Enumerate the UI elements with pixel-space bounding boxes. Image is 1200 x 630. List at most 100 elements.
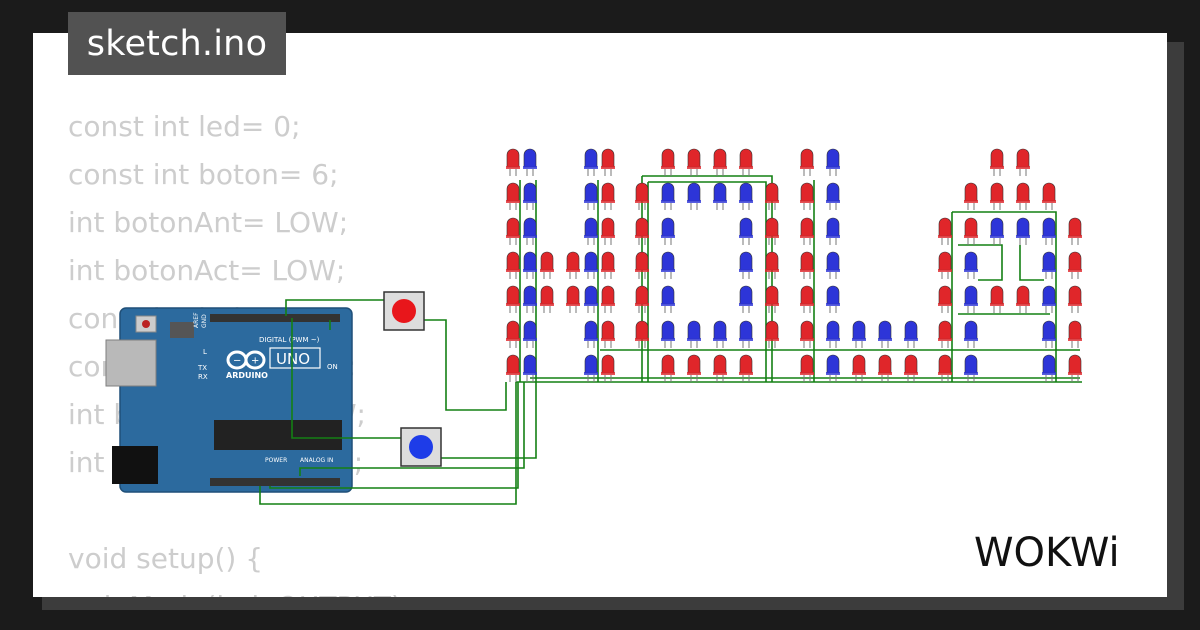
led[interactable] <box>523 320 537 348</box>
led[interactable] <box>523 148 537 176</box>
led[interactable] <box>584 182 598 210</box>
circuit-diagram[interactable]: DIGITAL (PWM ~) AREF GND L TX RX ON − + … <box>33 33 1167 597</box>
led[interactable] <box>800 320 814 348</box>
led[interactable] <box>506 217 520 245</box>
led[interactable] <box>800 148 814 176</box>
arduino-uno-board[interactable]: DIGITAL (PWM ~) AREF GND L TX RX ON − + … <box>105 307 353 493</box>
led[interactable] <box>964 182 978 210</box>
led[interactable] <box>540 285 554 313</box>
led[interactable] <box>506 285 520 313</box>
led[interactable] <box>964 354 978 382</box>
led[interactable] <box>765 251 779 279</box>
led[interactable] <box>739 182 753 210</box>
led[interactable] <box>1016 285 1030 313</box>
led[interactable] <box>601 285 615 313</box>
led[interactable] <box>938 354 952 382</box>
led[interactable] <box>661 320 675 348</box>
led[interactable] <box>938 251 952 279</box>
led[interactable] <box>852 320 866 348</box>
led[interactable] <box>635 320 649 348</box>
diagram-canvas[interactable]: const int led= 0;const int boton= 6;int … <box>33 33 1167 597</box>
led[interactable] <box>523 251 537 279</box>
led[interactable] <box>1042 182 1056 210</box>
led[interactable] <box>1016 148 1030 176</box>
led[interactable] <box>601 148 615 176</box>
led[interactable] <box>713 148 727 176</box>
led[interactable] <box>765 217 779 245</box>
led[interactable] <box>739 148 753 176</box>
led[interactable] <box>1068 217 1082 245</box>
led[interactable] <box>713 354 727 382</box>
led[interactable] <box>739 217 753 245</box>
led[interactable] <box>635 182 649 210</box>
led[interactable] <box>523 217 537 245</box>
led[interactable] <box>964 320 978 348</box>
led[interactable] <box>1068 320 1082 348</box>
led[interactable] <box>739 285 753 313</box>
blue-pushbutton[interactable] <box>400 427 442 467</box>
led[interactable] <box>687 182 701 210</box>
led[interactable] <box>687 320 701 348</box>
led[interactable] <box>661 217 675 245</box>
red-pushbutton[interactable] <box>383 291 425 331</box>
led[interactable] <box>938 217 952 245</box>
led[interactable] <box>687 354 701 382</box>
led[interactable] <box>1068 354 1082 382</box>
led[interactable] <box>765 285 779 313</box>
led[interactable] <box>826 217 840 245</box>
led[interactable] <box>800 182 814 210</box>
led[interactable] <box>800 217 814 245</box>
led[interactable] <box>1042 285 1056 313</box>
led[interactable] <box>601 320 615 348</box>
led[interactable] <box>938 320 952 348</box>
led[interactable] <box>635 251 649 279</box>
led[interactable] <box>506 148 520 176</box>
led[interactable] <box>964 285 978 313</box>
led[interactable] <box>739 354 753 382</box>
led[interactable] <box>765 320 779 348</box>
led[interactable] <box>826 285 840 313</box>
led[interactable] <box>990 217 1004 245</box>
led[interactable] <box>713 320 727 348</box>
led[interactable] <box>601 251 615 279</box>
led[interactable] <box>1042 354 1056 382</box>
led[interactable] <box>938 285 952 313</box>
led[interactable] <box>800 354 814 382</box>
led[interactable] <box>990 285 1004 313</box>
led[interactable] <box>826 251 840 279</box>
led[interactable] <box>523 285 537 313</box>
led[interactable] <box>713 182 727 210</box>
led[interactable] <box>601 182 615 210</box>
led[interactable] <box>990 182 1004 210</box>
led[interactable] <box>523 354 537 382</box>
led[interactable] <box>506 354 520 382</box>
led[interactable] <box>540 251 554 279</box>
led[interactable] <box>826 182 840 210</box>
led[interactable] <box>1016 182 1030 210</box>
led[interactable] <box>1042 217 1056 245</box>
led[interactable] <box>566 251 580 279</box>
blue-button-cap[interactable] <box>409 435 433 459</box>
led[interactable] <box>506 320 520 348</box>
led[interactable] <box>584 285 598 313</box>
led[interactable] <box>506 251 520 279</box>
led[interactable] <box>739 251 753 279</box>
led[interactable] <box>852 354 866 382</box>
led[interactable] <box>523 182 537 210</box>
led[interactable] <box>1068 285 1082 313</box>
led[interactable] <box>826 148 840 176</box>
red-button-cap[interactable] <box>392 299 416 323</box>
led[interactable] <box>878 320 892 348</box>
led[interactable] <box>1016 217 1030 245</box>
led[interactable] <box>826 354 840 382</box>
led[interactable] <box>800 251 814 279</box>
led[interactable] <box>584 217 598 245</box>
led[interactable] <box>904 354 918 382</box>
led[interactable] <box>601 217 615 245</box>
led[interactable] <box>661 251 675 279</box>
led[interactable] <box>584 354 598 382</box>
led[interactable] <box>635 217 649 245</box>
led[interactable] <box>661 285 675 313</box>
led[interactable] <box>1042 251 1056 279</box>
led[interactable] <box>566 285 580 313</box>
